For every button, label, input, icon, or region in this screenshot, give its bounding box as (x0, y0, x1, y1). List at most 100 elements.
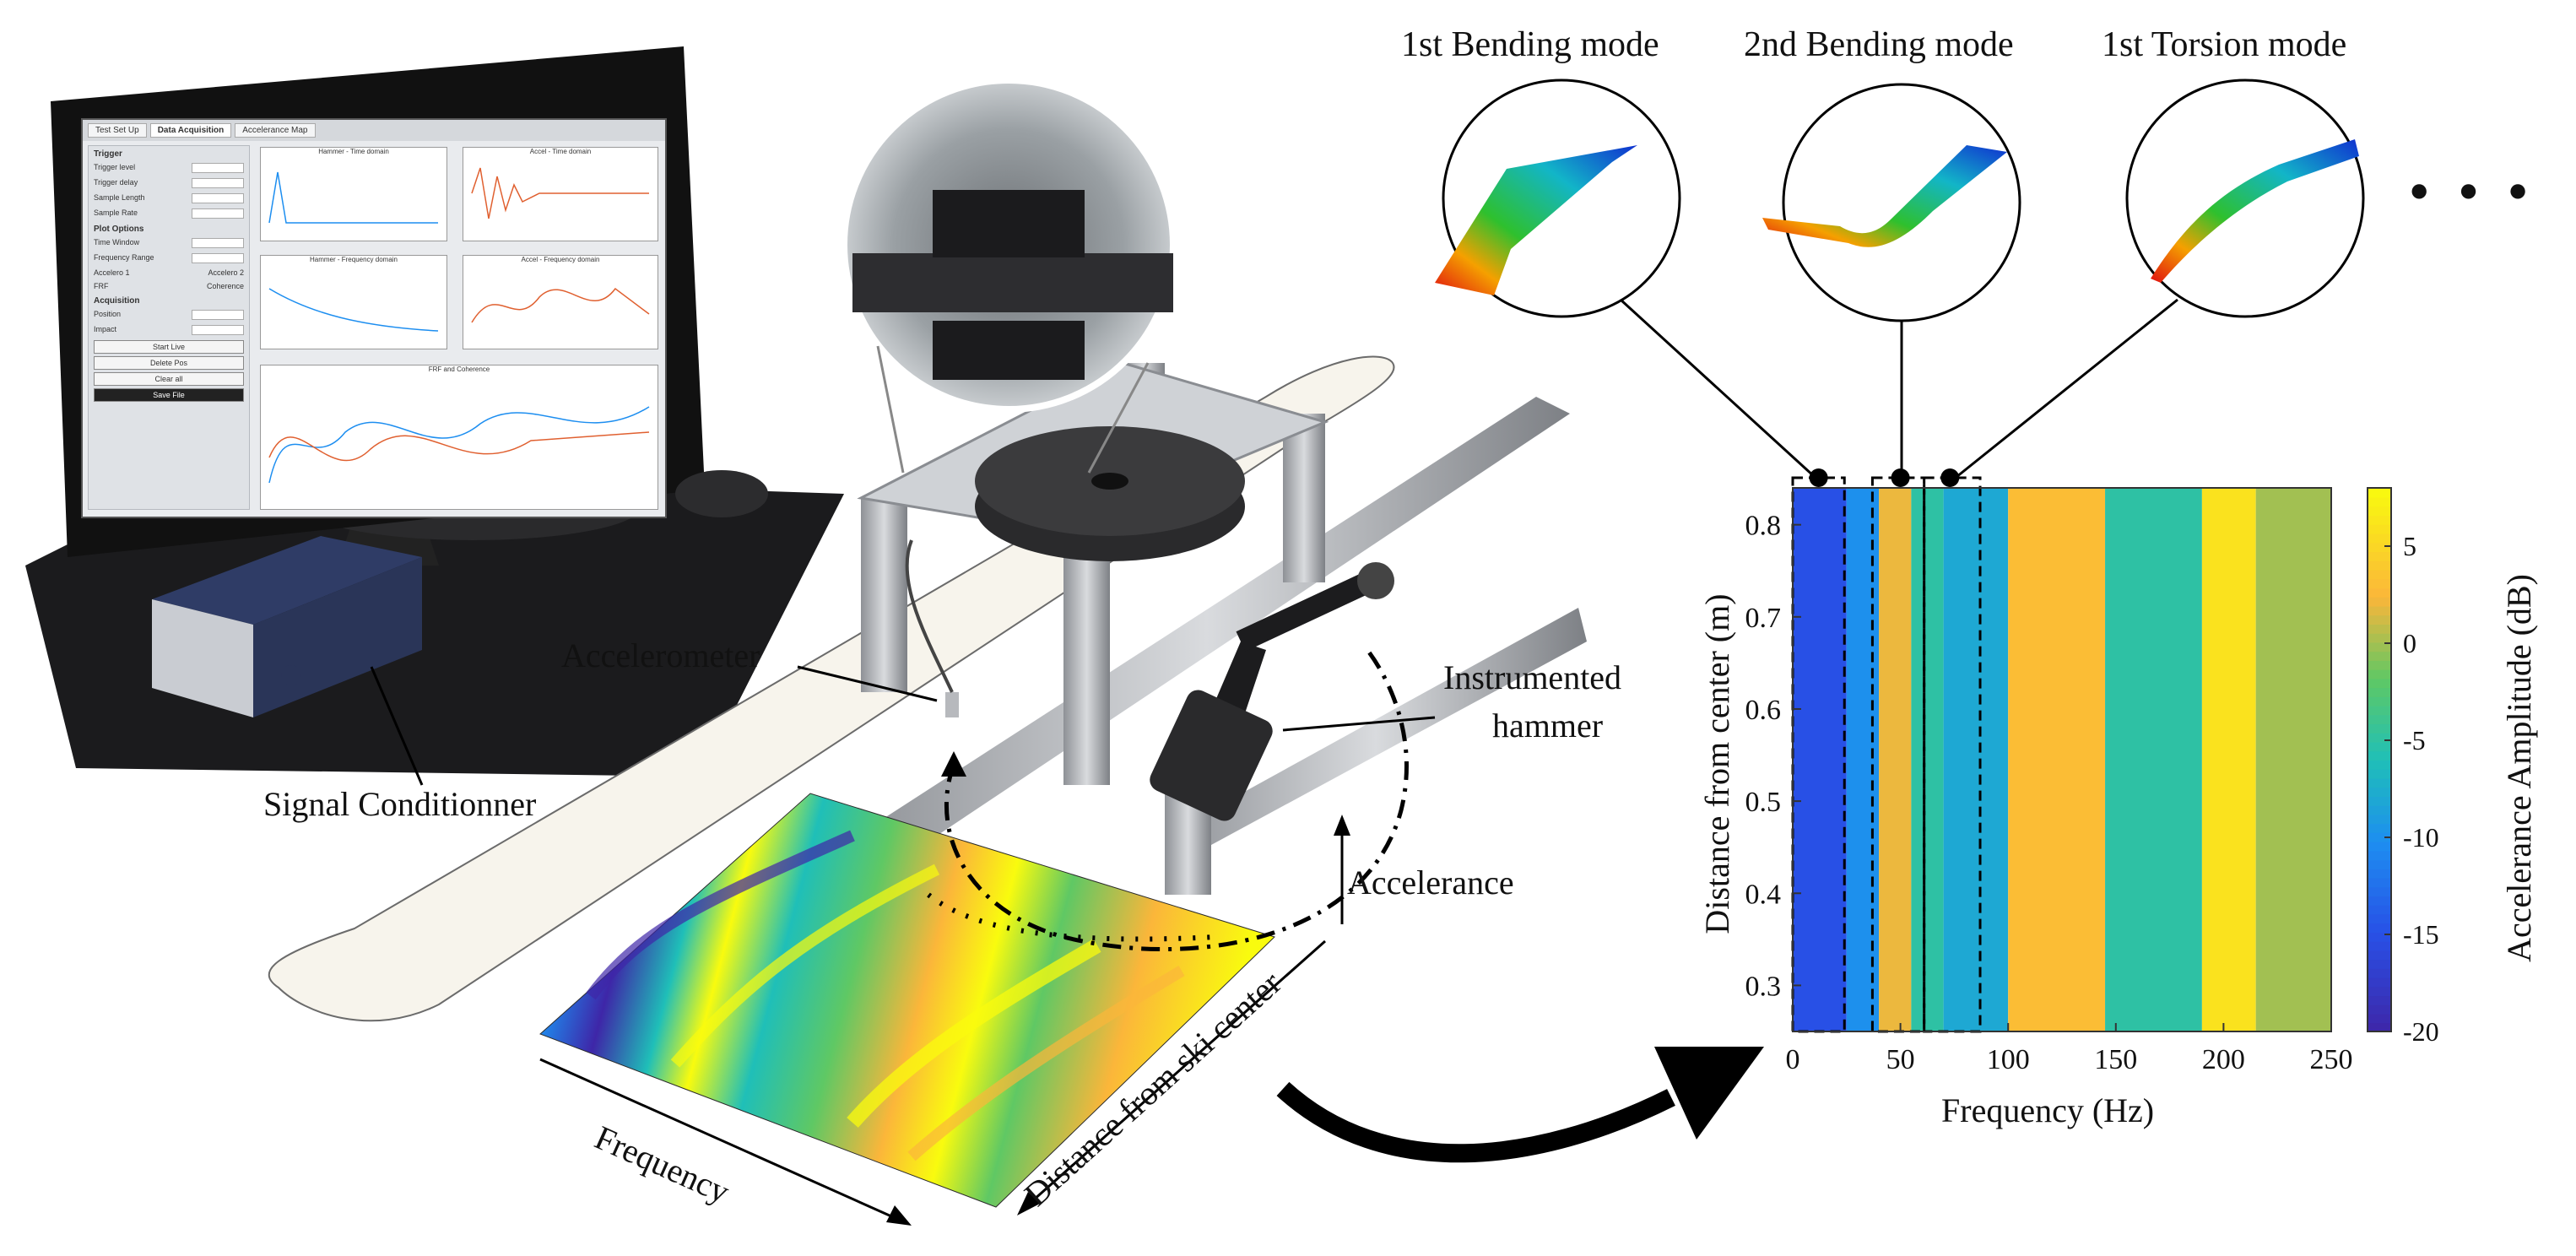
monitor-control-panel: Trigger Trigger level Trigger delay Samp… (88, 145, 250, 510)
start-live-button[interactable]: Start Live (94, 340, 244, 354)
mouse (675, 470, 768, 517)
y-tick-label-4: 0.7 (1745, 603, 1782, 634)
colorbar-segment-42 (2368, 642, 2391, 652)
plot-accel-time: Accel - Time domain (463, 147, 658, 241)
colorbar-segment-45 (2368, 614, 2391, 625)
colorbar-segment-27 (2368, 777, 2391, 788)
section-plot-options: Plot Options (94, 225, 144, 234)
accelerance-label: Accelerance (1347, 864, 1514, 901)
colorbar-segment-19 (2368, 850, 2391, 861)
colorbar-segment-30 (2368, 750, 2391, 761)
colorbar-segment-16 (2368, 877, 2391, 888)
colorbar-segment-23 (2368, 814, 2391, 825)
heatmap-band-5 (2008, 488, 2106, 1031)
tab-data-acquisition[interactable]: Data Acquisition (149, 123, 232, 138)
colorbar-segment-40 (2368, 659, 2391, 670)
colorbar-segment-10 (2368, 931, 2391, 942)
field-trigger-delay[interactable]: Trigger delay (89, 176, 249, 191)
tab-accelerance-map[interactable]: Accelerance Map (235, 123, 316, 138)
colorbar-segment-28 (2368, 768, 2391, 779)
delete-pos-button[interactable]: Delete Pos (94, 356, 244, 370)
more-modes-ellipsis: • • • (2410, 161, 2536, 221)
colorbar-segment-11 (2368, 923, 2391, 933)
mode-marker-2 (1940, 468, 1960, 487)
colorbar-segment-38 (2368, 678, 2391, 689)
monitor-screen: Test Set Up Data Acquisition Accelerance… (81, 118, 667, 518)
aluminum-rail (844, 397, 1570, 869)
heatmap-xlabel: Frequency (Hz) (1941, 1091, 2155, 1129)
field-sample-rate[interactable]: Sample Rate (89, 206, 249, 221)
colorbar-segment-4 (2368, 986, 2391, 997)
colorbar-tick-label-0: 5 (2403, 531, 2416, 561)
heatmap-band-0 (1793, 488, 1847, 1031)
colorbar-segment-51 (2368, 560, 2391, 571)
colorbar-segment-56 (2368, 515, 2391, 525)
colorbar-segment-0 (2368, 1022, 2391, 1032)
colorbar-segment-7 (2368, 959, 2391, 969)
plot-hammer-frequency: Hammer - Frequency domain (260, 255, 447, 349)
y-tick-label-3: 0.6 (1745, 695, 1782, 726)
mode-marker-1 (1891, 468, 1910, 487)
big-curved-arrow (1276, 1081, 1675, 1163)
colorbar-segment-24 (2368, 804, 2391, 815)
colorbar-segment-6 (2368, 967, 2391, 978)
signal-conditioner-top (152, 536, 422, 625)
colorbar-tick-label-3: -10 (2403, 822, 2439, 853)
colorbar-segment-33 (2368, 723, 2391, 734)
heatmap-band-6 (2105, 488, 2202, 1031)
field-frequency-range[interactable]: Frequency Range (89, 251, 249, 266)
colorbar-segment-20 (2368, 841, 2391, 852)
instrumented-hammer-label-line1: Instrumented (1443, 658, 1622, 696)
colorbar-segment-57 (2368, 506, 2391, 517)
colorbar-segment-5 (2368, 977, 2391, 988)
heatmap-band-2 (1879, 488, 1912, 1031)
colorbar-segment-13 (2368, 904, 2391, 915)
plot-hammer-time: Hammer - Time domain (260, 147, 447, 241)
x-tick-label-4: 200 (2202, 1044, 2245, 1075)
colorbar-segment-43 (2368, 632, 2391, 643)
heatmap-band-1 (1846, 488, 1880, 1031)
colorbar-segment-25 (2368, 795, 2391, 806)
clear-all-button[interactable]: Clear all (94, 372, 244, 386)
colorbar-segment-53 (2368, 542, 2391, 553)
field-impact[interactable]: Impact (89, 322, 249, 338)
signal-conditioner-label: Signal Conditionner (263, 785, 537, 823)
colorbar-segment-3 (2368, 995, 2391, 1005)
section-trigger: Trigger (94, 149, 122, 159)
colorbar-segment-14 (2368, 896, 2391, 906)
signal-conditioner-front (152, 599, 253, 717)
colorbar-tick-label-4: -15 (2403, 919, 2439, 950)
accelerometer-label: Accelerometer (561, 636, 760, 674)
colorbar-segment-31 (2368, 741, 2391, 752)
colorbar-segment-2 (2368, 1004, 2391, 1015)
mode-shape-2nd-bending (1762, 145, 2007, 247)
heatmap-band-4 (1943, 488, 2009, 1031)
colorbar-segment-1 (2368, 1013, 2391, 1024)
mode-shape-1st-torsion (2151, 139, 2359, 283)
mode-marker-0 (1809, 468, 1828, 487)
field-time-window[interactable]: Time Window (89, 236, 249, 251)
colorbar-segment-47 (2368, 596, 2391, 607)
colorbar-segment-48 (2368, 587, 2391, 598)
field-sample-length[interactable]: Sample Length (89, 191, 249, 206)
colorbar-segment-36 (2368, 696, 2391, 706)
x-tick-label-2: 100 (1987, 1044, 2030, 1075)
fixture-post-right (1063, 523, 1110, 785)
x-tick-label-1: 50 (1886, 1044, 1915, 1075)
save-file-button[interactable]: Save File (94, 388, 244, 402)
instrumented-hammer-label-line2: hammer (1492, 706, 1604, 744)
plot-accel-frequency: Accel - Frequency domain (463, 255, 658, 349)
colorbar-segment-15 (2368, 886, 2391, 896)
y-tick-label-2: 0.5 (1745, 787, 1782, 818)
accelerometer-sensor (945, 692, 959, 717)
colorbar-frame (2367, 487, 2392, 1032)
field-position[interactable]: Position (89, 307, 249, 322)
colorbar-segment-58 (2368, 496, 2391, 507)
tab-test-set-up[interactable]: Test Set Up (88, 123, 147, 138)
field-trigger-level[interactable]: Trigger level (89, 160, 249, 176)
rotation-path-arrow (944, 648, 1409, 951)
colorbar-segment-8 (2368, 950, 2391, 961)
